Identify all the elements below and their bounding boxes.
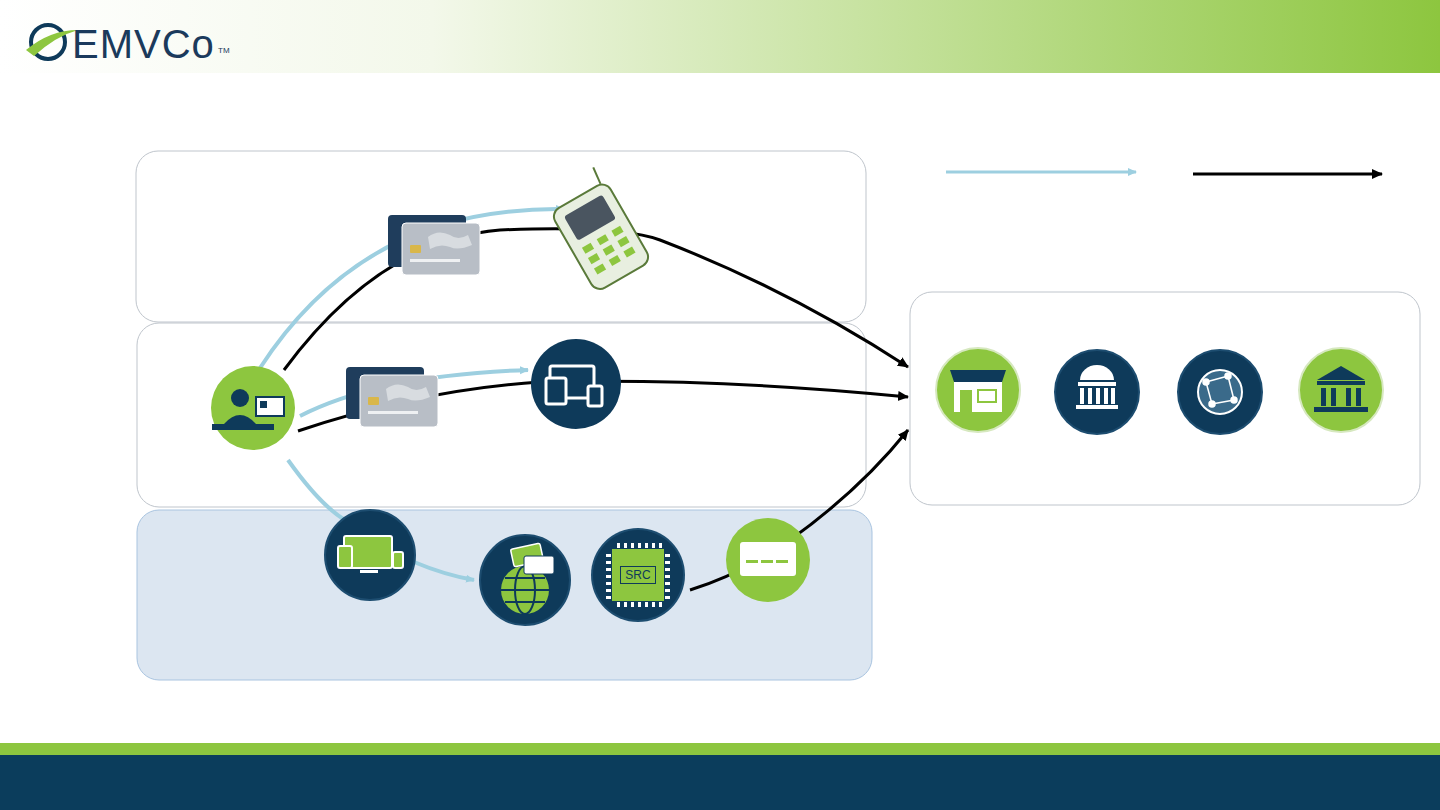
chip-circle: SRC <box>593 530 683 620</box>
trademark-mark: TM <box>218 46 230 55</box>
chip-label: SRC <box>620 566 655 584</box>
logo-wordmark: EMVCo <box>72 22 215 67</box>
